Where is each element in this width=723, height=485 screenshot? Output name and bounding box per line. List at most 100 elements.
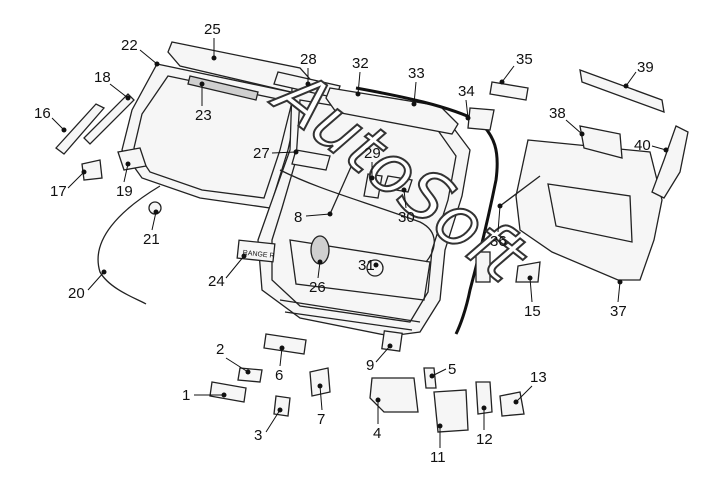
callout-18: 18 [94, 69, 131, 101]
callout-6: 6 [275, 345, 285, 384]
callout-20: 20 [68, 269, 107, 302]
part-bracket-a [363, 173, 383, 199]
part-inner-trim [515, 139, 663, 281]
callouts: 1 2 3 4 5 6 7 8 9 11 12 13 15 16 17 18 1… [34, 21, 669, 466]
callout-40: 40 [634, 137, 669, 154]
part-tail-lamp-right [433, 389, 469, 433]
part-switch [475, 251, 491, 283]
svg-text:26: 26 [309, 279, 326, 296]
svg-text:17: 17 [50, 183, 67, 200]
svg-text:39: 39 [637, 59, 654, 76]
callout-34: 34 [458, 83, 475, 121]
svg-text:23: 23 [195, 107, 212, 124]
part-wiper-motor-rear [117, 147, 147, 171]
callout-13: 13 [513, 369, 547, 405]
part-tailgate-frame [257, 87, 471, 337]
svg-text:37: 37 [610, 303, 627, 320]
callout-21: 21 [143, 209, 160, 248]
callout-7: 7 [317, 383, 325, 428]
part-clip [237, 367, 263, 383]
svg-text:33: 33 [408, 65, 425, 82]
callout-8: 8 [294, 209, 333, 226]
callout-4: 4 [373, 397, 381, 442]
callout-11: 11 [430, 423, 446, 466]
part-hinge-cover-right [83, 93, 135, 145]
part-tailgate-lower-edge [279, 299, 421, 331]
svg-text:27: 27 [253, 145, 270, 162]
part-bracket-lower [209, 381, 247, 403]
svg-text:6: 6 [275, 367, 283, 384]
part-trim-bracket [579, 125, 623, 159]
callout-3: 3 [254, 407, 283, 444]
svg-text:30: 30 [398, 209, 415, 226]
svg-text:13: 13 [530, 369, 547, 386]
svg-text:2: 2 [216, 341, 224, 358]
part-rear-glass-inner [133, 75, 293, 199]
part-release-cable [97, 185, 161, 305]
svg-text:29: 29 [364, 145, 381, 162]
part-small-bracket [81, 159, 103, 181]
part-buffer [273, 395, 291, 417]
callout-31: 31 [358, 257, 379, 274]
svg-text:22: 22 [121, 37, 138, 54]
parts-drawing: RANGE R [55, 41, 689, 433]
part-handle-bracket [263, 333, 307, 355]
callout-33: 33 [408, 65, 425, 107]
callout-37: 37 [610, 279, 627, 320]
svg-text:16: 16 [34, 105, 51, 122]
callout-1: 1 [182, 387, 227, 404]
callout-22: 22 [121, 37, 160, 67]
callout-25: 25 [204, 21, 221, 61]
part-tailgate-plate-recess [289, 239, 431, 301]
callout-39: 39 [623, 59, 654, 89]
svg-text:9: 9 [366, 357, 374, 374]
part-corner-bracket [499, 391, 525, 417]
svg-text:32: 32 [352, 55, 369, 72]
callout-30: 30 [398, 187, 415, 226]
part-strut [329, 159, 355, 215]
part-inner-trim-recess [547, 183, 633, 243]
callout-17: 17 [50, 169, 87, 200]
part-lock [366, 259, 384, 277]
svg-text:35: 35 [516, 51, 533, 68]
svg-text:28: 28 [300, 51, 317, 68]
part-badge [236, 239, 276, 263]
callout-2: 2 [216, 341, 251, 375]
callout-29: 29 [364, 145, 381, 181]
part-side-trim [651, 125, 689, 199]
svg-text:25: 25 [204, 21, 221, 38]
svg-text:34: 34 [458, 83, 475, 100]
part-gas-strut [499, 175, 541, 207]
svg-text:1: 1 [182, 387, 190, 404]
svg-text:18: 18 [94, 69, 111, 86]
svg-text:3: 3 [254, 427, 262, 444]
callout-24: 24 [208, 253, 247, 290]
svg-text:5: 5 [448, 361, 456, 378]
callout-5: 5 [429, 361, 456, 379]
svg-text:31: 31 [358, 257, 375, 274]
svg-text:24: 24 [208, 273, 225, 290]
svg-text:15: 15 [524, 303, 541, 320]
part-tailgate-inner [271, 99, 457, 323]
svg-text:8: 8 [294, 209, 302, 226]
part-upper-strip [579, 69, 665, 113]
badge-text: RANGE R [242, 250, 274, 260]
callout-32: 32 [352, 55, 369, 97]
svg-text:21: 21 [143, 231, 160, 248]
callout-35: 35 [499, 51, 533, 85]
svg-text:38: 38 [549, 105, 566, 122]
callout-12: 12 [476, 405, 493, 448]
part-plate-lamp [381, 330, 403, 352]
callout-15: 15 [524, 275, 541, 320]
svg-text:36: 36 [490, 233, 507, 250]
callout-23: 23 [195, 81, 212, 124]
part-side-lamp [475, 381, 493, 415]
callout-36: 36 [490, 203, 507, 250]
part-brake-light [187, 75, 259, 101]
part-hinge-cover-left [55, 103, 106, 155]
svg-text:19: 19 [116, 183, 133, 200]
svg-text:20: 20 [68, 285, 85, 302]
part-wiper-motor [291, 149, 331, 171]
part-hinge [489, 81, 529, 101]
